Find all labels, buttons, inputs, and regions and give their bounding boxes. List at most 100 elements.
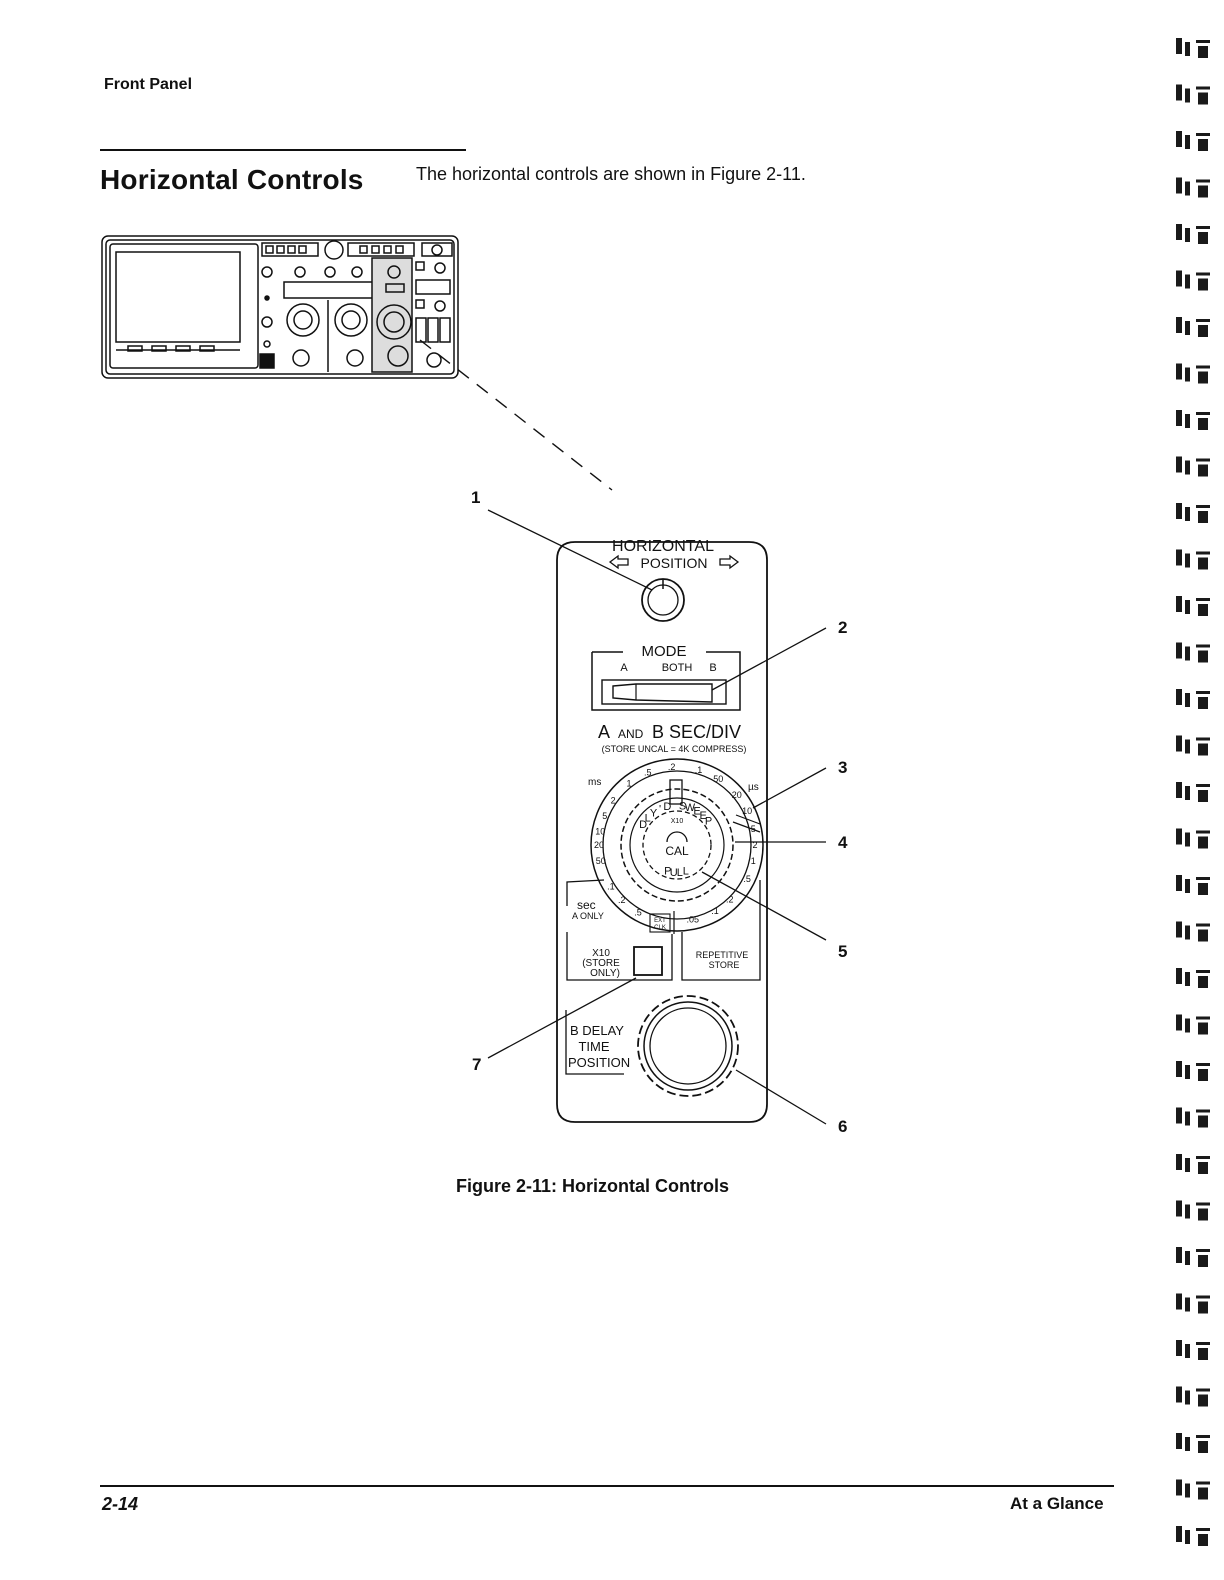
clk-label: CLK bbox=[654, 925, 666, 931]
callout-4: 4 bbox=[838, 833, 848, 852]
thumb-tab-mark bbox=[1176, 1154, 1210, 1174]
dial-label: 10 bbox=[595, 827, 605, 837]
thumb-tab-mark bbox=[1176, 1433, 1210, 1453]
thumb-index-tabs bbox=[1176, 38, 1210, 1546]
thumb-tab-mark bbox=[1176, 689, 1210, 709]
x10-small-label: X10 bbox=[671, 818, 684, 825]
callout-1: 1 bbox=[471, 488, 480, 507]
dial-label: .2 bbox=[668, 762, 676, 772]
callout-5: 5 bbox=[838, 942, 847, 961]
thumb-tab-mark bbox=[1176, 1526, 1210, 1546]
dial-label: 50 bbox=[713, 774, 723, 784]
running-head: Front Panel bbox=[104, 76, 193, 93]
b-delay-label-1: B DELAY bbox=[570, 1023, 624, 1038]
b-delay-label-2: TIME bbox=[578, 1039, 609, 1054]
dial-curved-labels: DLY'D SWEEP PULL bbox=[639, 800, 712, 879]
dial-label: 10 bbox=[742, 806, 752, 816]
left-arrow-icon bbox=[608, 554, 629, 570]
store-only-label-1: (STORE bbox=[582, 958, 620, 969]
dial-label: 1 bbox=[626, 779, 631, 789]
thumb-tab-mark bbox=[1176, 131, 1210, 151]
dial-label: .2 bbox=[726, 895, 734, 905]
sec-div-label: B SEC/DIV bbox=[652, 722, 741, 742]
dial-label: 2 bbox=[611, 795, 616, 805]
x10-label: X10 bbox=[592, 948, 610, 959]
repetitive-label: REPETITIVE bbox=[696, 950, 749, 960]
dial-label: .5 bbox=[743, 874, 751, 884]
oscilloscope-overview bbox=[101, 235, 459, 379]
callout-6: 6 bbox=[838, 1117, 847, 1136]
position-label: POSITION bbox=[641, 555, 708, 571]
ext-label: EXT bbox=[654, 918, 666, 924]
thumb-tab-mark bbox=[1176, 363, 1210, 384]
dial-label: .05 bbox=[687, 914, 700, 924]
thumb-tab-mark bbox=[1176, 1014, 1210, 1035]
dial-label: 1 bbox=[751, 856, 756, 866]
sec-div-a-label: A bbox=[598, 722, 610, 742]
dial-label: 20 bbox=[732, 790, 742, 800]
thumb-tab-mark bbox=[1176, 828, 1210, 849]
store-label: STORE bbox=[709, 960, 740, 970]
thumb-tab-mark bbox=[1176, 1340, 1210, 1360]
thumb-tab-mark bbox=[1176, 549, 1210, 570]
thumb-tab-mark bbox=[1176, 921, 1210, 942]
section-rule bbox=[100, 149, 466, 151]
thumb-tab-mark bbox=[1176, 1479, 1210, 1500]
horizontal-panel bbox=[556, 541, 768, 1123]
thumb-tab-mark bbox=[1176, 317, 1210, 337]
thumb-tab-mark bbox=[1176, 1200, 1210, 1221]
store-uncal-label: (STORE UNCAL = 4K COMPRESS) bbox=[602, 744, 747, 754]
thumb-tab-mark bbox=[1176, 270, 1210, 291]
sec-label: sec bbox=[577, 898, 596, 912]
store-only-label-2: ONLY) bbox=[590, 968, 620, 979]
thumb-tab-mark bbox=[1176, 1107, 1210, 1128]
dial-label: 20 bbox=[594, 840, 604, 850]
dial-label: .5 bbox=[644, 768, 652, 778]
dial-label: 5 bbox=[751, 824, 756, 834]
dial-label: .2 bbox=[618, 895, 626, 905]
thumb-tab-mark bbox=[1176, 1247, 1210, 1267]
thumb-tab-mark bbox=[1176, 642, 1210, 663]
dial-label: 50 bbox=[596, 856, 606, 866]
thumb-tab-mark bbox=[1176, 1293, 1210, 1314]
mode-both-label: BOTH bbox=[662, 662, 693, 674]
b-delay-label-3: POSITION bbox=[568, 1055, 630, 1070]
curved-dial-label: PULL bbox=[664, 865, 689, 879]
callout-2: 2 bbox=[838, 618, 847, 637]
thumb-tab-mark bbox=[1176, 84, 1210, 105]
curved-dial-label: DLY'D SWEEP bbox=[639, 800, 712, 831]
mode-label: MODE bbox=[642, 643, 687, 660]
intro-text: The horizontal controls are shown in Fig… bbox=[416, 164, 806, 184]
footer-title: At a Glance bbox=[1010, 1494, 1104, 1513]
dial-label: .1 bbox=[711, 906, 719, 916]
callout-7: 7 bbox=[472, 1055, 481, 1074]
dial-label: .5 bbox=[634, 908, 642, 918]
thumb-tab-mark bbox=[1176, 38, 1210, 58]
zoom-leader-line bbox=[419, 339, 613, 491]
cal-label: CAL bbox=[665, 844, 689, 858]
thumb-tab-mark bbox=[1176, 177, 1210, 198]
thumb-tab-mark bbox=[1176, 968, 1210, 988]
callout-3: 3 bbox=[838, 758, 847, 777]
page-number: 2-14 bbox=[102, 1494, 139, 1514]
figure-caption: Figure 2-11: Horizontal Controls bbox=[456, 1176, 730, 1196]
thumb-tab-mark bbox=[1176, 456, 1210, 477]
thumb-tab-mark bbox=[1176, 224, 1210, 244]
thumb-tab-mark bbox=[1176, 735, 1210, 756]
dial-label: 5 bbox=[602, 811, 607, 821]
thumb-tab-mark bbox=[1176, 782, 1210, 802]
thumb-tab-mark bbox=[1176, 596, 1210, 616]
footer-rule bbox=[100, 1485, 1114, 1487]
callout-leaders bbox=[487, 509, 827, 1125]
thumb-tab-mark bbox=[1176, 1061, 1210, 1081]
dial-label: .1 bbox=[607, 881, 615, 891]
section-title: Horizontal Controls bbox=[100, 164, 364, 195]
sec-div-and-label: AND bbox=[618, 727, 644, 741]
dial-label: .1 bbox=[695, 765, 703, 775]
thumb-tab-mark bbox=[1176, 1386, 1210, 1407]
horizontal-label: HORIZONTAL bbox=[612, 538, 714, 555]
mode-b-label: B bbox=[709, 662, 716, 674]
thumb-tab-mark bbox=[1176, 503, 1210, 523]
